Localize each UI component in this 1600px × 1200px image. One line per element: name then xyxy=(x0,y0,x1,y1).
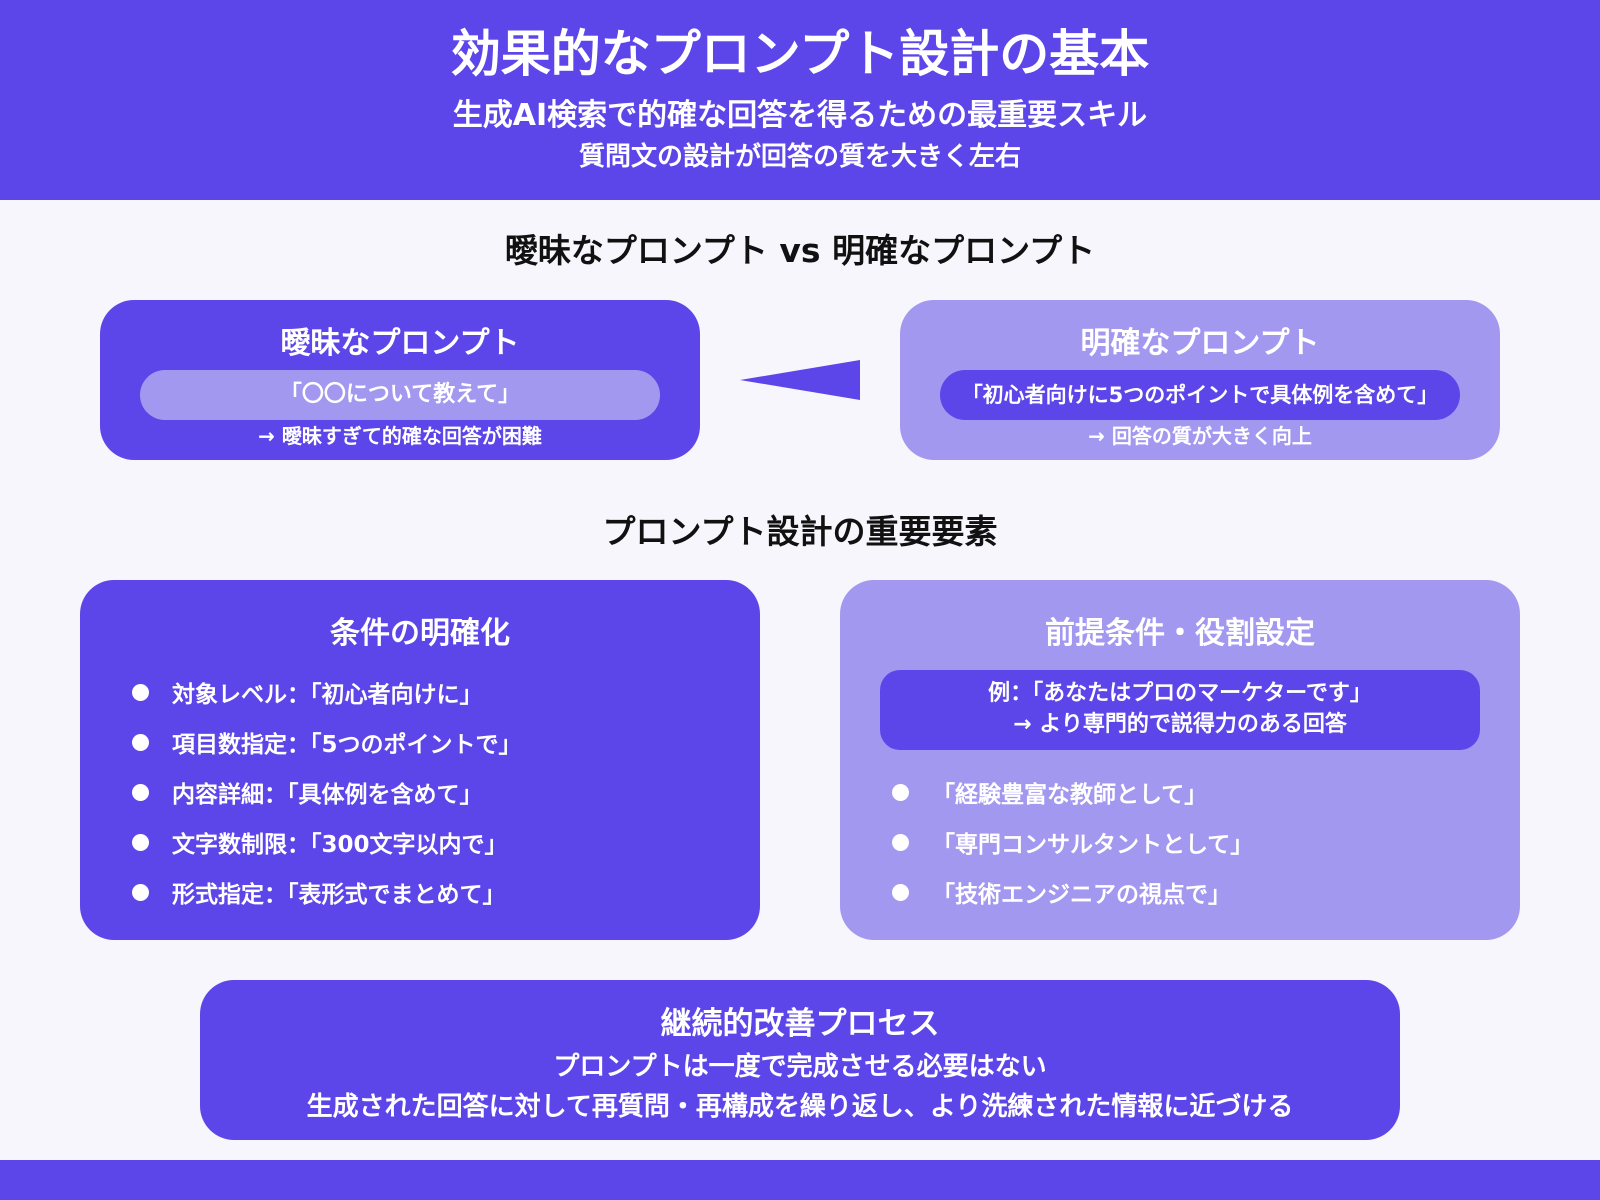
roles-card: 前提条件・役割設定 例：「あなたはプロのマーケターです」 → より専門的で説得力… xyxy=(840,580,1520,940)
vague-prompt-note: → 曖昧すぎて的確な回答が困難 xyxy=(258,424,542,448)
comparison-section-title: 曖昧なプロンプト vs 明確なプロンプト xyxy=(504,231,1096,270)
roles-example-line: 例：「あなたはプロのマーケターです」 xyxy=(988,681,1372,706)
vague-prompt-card: 曖昧なプロンプト 「〇〇について教えて」 → 曖昧すぎて的確な回答が困難 xyxy=(100,300,700,460)
clear-prompt-title: 明確なプロンプト xyxy=(1080,326,1320,361)
page-subtitle-secondary: 質問文の設計が回答の質を大きく左右 xyxy=(578,142,1021,172)
page-subtitle: 生成AI検索で的確な回答を得るための最重要スキル xyxy=(452,98,1148,133)
bullet-icon xyxy=(132,784,149,801)
conditions-card: 条件の明確化 対象レベル：「初心者向けに」 項目数指定：「5つのポイントで」 内… xyxy=(80,580,760,940)
conditions-title: 条件の明確化 xyxy=(330,616,510,651)
bullet-icon xyxy=(892,784,909,801)
improvement-line: 生成された回答に対して再質問・再構成を繰り返し、より洗練された情報に近づける xyxy=(306,1092,1294,1122)
list-item: 「専門コンサルタントとして」 xyxy=(892,820,1253,870)
bullet-icon xyxy=(892,884,909,901)
header-banner: 効果的なプロンプト設計の基本 生成AI検索で的確な回答を得るための最重要スキル … xyxy=(0,0,1600,200)
vague-prompt-title: 曖昧なプロンプト xyxy=(280,326,520,361)
list-item: 対象レベル：「初心者向けに」 xyxy=(132,670,522,720)
comparison-arrow-icon xyxy=(740,360,860,400)
list-item: 文字数制限：「300文字以内で」 xyxy=(132,820,522,870)
vague-prompt-example: 「〇〇について教えて」 xyxy=(140,370,660,420)
bullet-icon xyxy=(132,684,149,701)
list-item: 形式指定：「表形式でまとめて」 xyxy=(132,870,522,920)
bullet-icon xyxy=(132,834,149,851)
improvement-line: プロンプトは一度で完成させる必要はない xyxy=(553,1052,1047,1082)
improvement-title: 継続的改善プロセス xyxy=(660,1006,940,1042)
clear-prompt-example: 「初心者向けに5つのポイントで具体例を含めて」 xyxy=(940,370,1460,420)
roles-list: 「経験豊富な教師として」 「専門コンサルタントとして」 「技術エンジニアの視点で… xyxy=(892,770,1253,920)
clear-prompt-note: → 回答の質が大きく向上 xyxy=(1088,424,1312,448)
list-item: 項目数指定：「5つのポイントで」 xyxy=(132,720,522,770)
page-title: 効果的なプロンプト設計の基本 xyxy=(450,25,1150,83)
improvement-card: 継続的改善プロセス プロンプトは一度で完成させる必要はない 生成された回答に対し… xyxy=(200,980,1400,1140)
roles-title: 前提条件・役割設定 xyxy=(1045,616,1315,651)
roles-example-box: 例：「あなたはプロのマーケターです」 → より専門的で説得力のある回答 xyxy=(880,670,1480,750)
bullet-icon xyxy=(132,734,149,751)
list-item: 「経験豊富な教師として」 xyxy=(892,770,1253,820)
bullet-icon xyxy=(132,884,149,901)
bullet-icon xyxy=(892,834,909,851)
footer-bar xyxy=(0,1160,1600,1200)
clear-prompt-card: 明確なプロンプト 「初心者向けに5つのポイントで具体例を含めて」 → 回答の質が… xyxy=(900,300,1500,460)
conditions-list: 対象レベル：「初心者向けに」 項目数指定：「5つのポイントで」 内容詳細：「具体… xyxy=(132,670,522,920)
elements-section-title: プロンプト設計の重要要素 xyxy=(602,512,998,551)
list-item: 内容詳細：「具体例を含めて」 xyxy=(132,770,522,820)
roles-example-result: → より専門的で説得力のある回答 xyxy=(1013,712,1347,737)
list-item: 「技術エンジニアの視点で」 xyxy=(892,870,1253,920)
